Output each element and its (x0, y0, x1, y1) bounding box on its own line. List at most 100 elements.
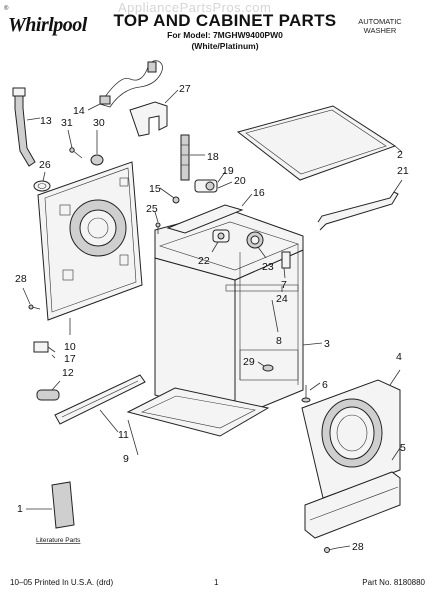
callout-17: 17 (64, 353, 76, 365)
product-line-2: WASHER (363, 26, 397, 35)
callout-31: 31 (61, 117, 73, 129)
drain-hose-part[interactable] (180, 134, 190, 181)
leader-20 (217, 181, 233, 189)
leader-17 (51, 354, 56, 359)
cabinet-part[interactable] (154, 209, 304, 419)
callout-1: 1 (17, 503, 23, 515)
leader-12 (51, 380, 61, 391)
leader-28-front (336, 545, 351, 549)
callout-19: 19 (222, 165, 234, 177)
leader-3 (302, 342, 323, 346)
leader-9 (127, 419, 139, 456)
leveling-leg-part[interactable] (301, 385, 311, 403)
product-line-1: AUTOMATIC (358, 17, 402, 26)
screw-15-part[interactable] (172, 196, 180, 204)
callout-30: 30 (93, 117, 105, 129)
screw-25-part[interactable] (155, 222, 161, 234)
callout-7: 7 (281, 279, 287, 291)
callout-23: 23 (262, 261, 274, 273)
product-type: AUTOMATIC WASHER (335, 17, 425, 35)
cord-bracket-part[interactable] (129, 101, 168, 137)
callout-28-rear: 28 (15, 273, 27, 285)
top-bracket-part[interactable] (166, 204, 244, 234)
lower-panel-part[interactable] (304, 471, 401, 539)
wire-part[interactable] (36, 389, 60, 401)
grommet-part[interactable] (33, 180, 51, 192)
callout-29: 29 (243, 356, 255, 368)
color-line: (White/Platinum) (191, 41, 259, 51)
callout-22: 22 (198, 255, 210, 267)
leader-16 (241, 193, 253, 207)
leader-26 (42, 171, 46, 182)
callout-5: 5 (400, 442, 406, 454)
callout-24: 24 (276, 293, 288, 305)
callout-18: 18 (207, 151, 219, 163)
brand-logo: Whirlpool (8, 14, 87, 36)
kick-plate-part[interactable] (54, 374, 146, 425)
leader-31 (67, 129, 73, 149)
leader-19 (217, 171, 226, 183)
leader-11 (99, 409, 119, 433)
callout-28-front: 28 (352, 541, 364, 553)
foot-29-part[interactable] (262, 364, 274, 372)
callout-12: 12 (62, 367, 74, 379)
leader-27 (164, 89, 179, 104)
front-panel-part[interactable] (301, 379, 401, 499)
fill-hose-part[interactable] (12, 87, 36, 167)
clamp-part[interactable] (90, 154, 104, 166)
leader-6 (309, 382, 321, 391)
leader-15 (159, 187, 175, 199)
callout-9: 9 (123, 453, 129, 465)
leader-28-rear (22, 287, 31, 305)
callout-13: 13 (40, 115, 52, 127)
literature-label: Literature Parts (36, 537, 81, 544)
callout-14: 14 (73, 105, 85, 117)
leader-5 (391, 447, 401, 461)
callout-11: 11 (118, 429, 129, 441)
leader-2 (394, 145, 403, 153)
harness-part[interactable] (33, 341, 56, 353)
latch-part[interactable] (281, 251, 291, 269)
model-line: For Model: 7MGHW9400PW0 (167, 30, 283, 40)
screw-28-front-part[interactable] (324, 547, 338, 553)
watermark: AppliancePartsPros.com (118, 0, 272, 15)
inlet-part[interactable] (212, 229, 230, 243)
footer-page-number: 1 (214, 578, 219, 587)
rear-panel-part[interactable] (37, 161, 143, 321)
water-valve-part[interactable] (194, 179, 218, 193)
base-plate-part[interactable] (126, 387, 270, 437)
screw-28-rear-part[interactable] (28, 304, 41, 310)
brand-registered-mark: ® (4, 6, 9, 12)
callout-20: 20 (234, 175, 246, 187)
pump-part[interactable] (246, 231, 264, 249)
leader-14 (87, 103, 101, 111)
leader-22 (211, 241, 219, 253)
leader-7 (283, 267, 286, 279)
leader-25 (154, 211, 159, 223)
footer-part-number: Part No. 8180880 (362, 578, 425, 587)
leader-23 (257, 246, 267, 259)
callout-3: 3 (324, 338, 330, 350)
leader-8 (271, 299, 279, 333)
callout-16: 16 (253, 187, 265, 199)
screw-31-part[interactable] (69, 147, 83, 159)
callout-27: 27 (179, 83, 191, 95)
callout-26: 26 (39, 159, 51, 171)
power-cord-part[interactable] (99, 60, 163, 108)
callout-21: 21 (397, 165, 409, 177)
callout-25: 25 (146, 203, 158, 215)
footer-print-info: 10–05 Printed In U.S.A. (drd) (10, 578, 114, 587)
page-title: TOP AND CABINET PARTS (113, 11, 337, 30)
title-block: TOP AND CABINET PARTS For Model: 7MGHW94… (100, 12, 350, 52)
callout-15: 15 (149, 183, 161, 195)
callout-4: 4 (396, 351, 402, 363)
leader-29 (257, 361, 265, 367)
callout-6: 6 (322, 379, 328, 391)
callout-10: 10 (64, 341, 76, 353)
brace-part[interactable] (317, 191, 399, 231)
top-panel-part[interactable] (236, 105, 397, 181)
literature-part[interactable] (51, 481, 75, 529)
leader-21 (393, 179, 403, 193)
callout-8: 8 (276, 335, 282, 347)
